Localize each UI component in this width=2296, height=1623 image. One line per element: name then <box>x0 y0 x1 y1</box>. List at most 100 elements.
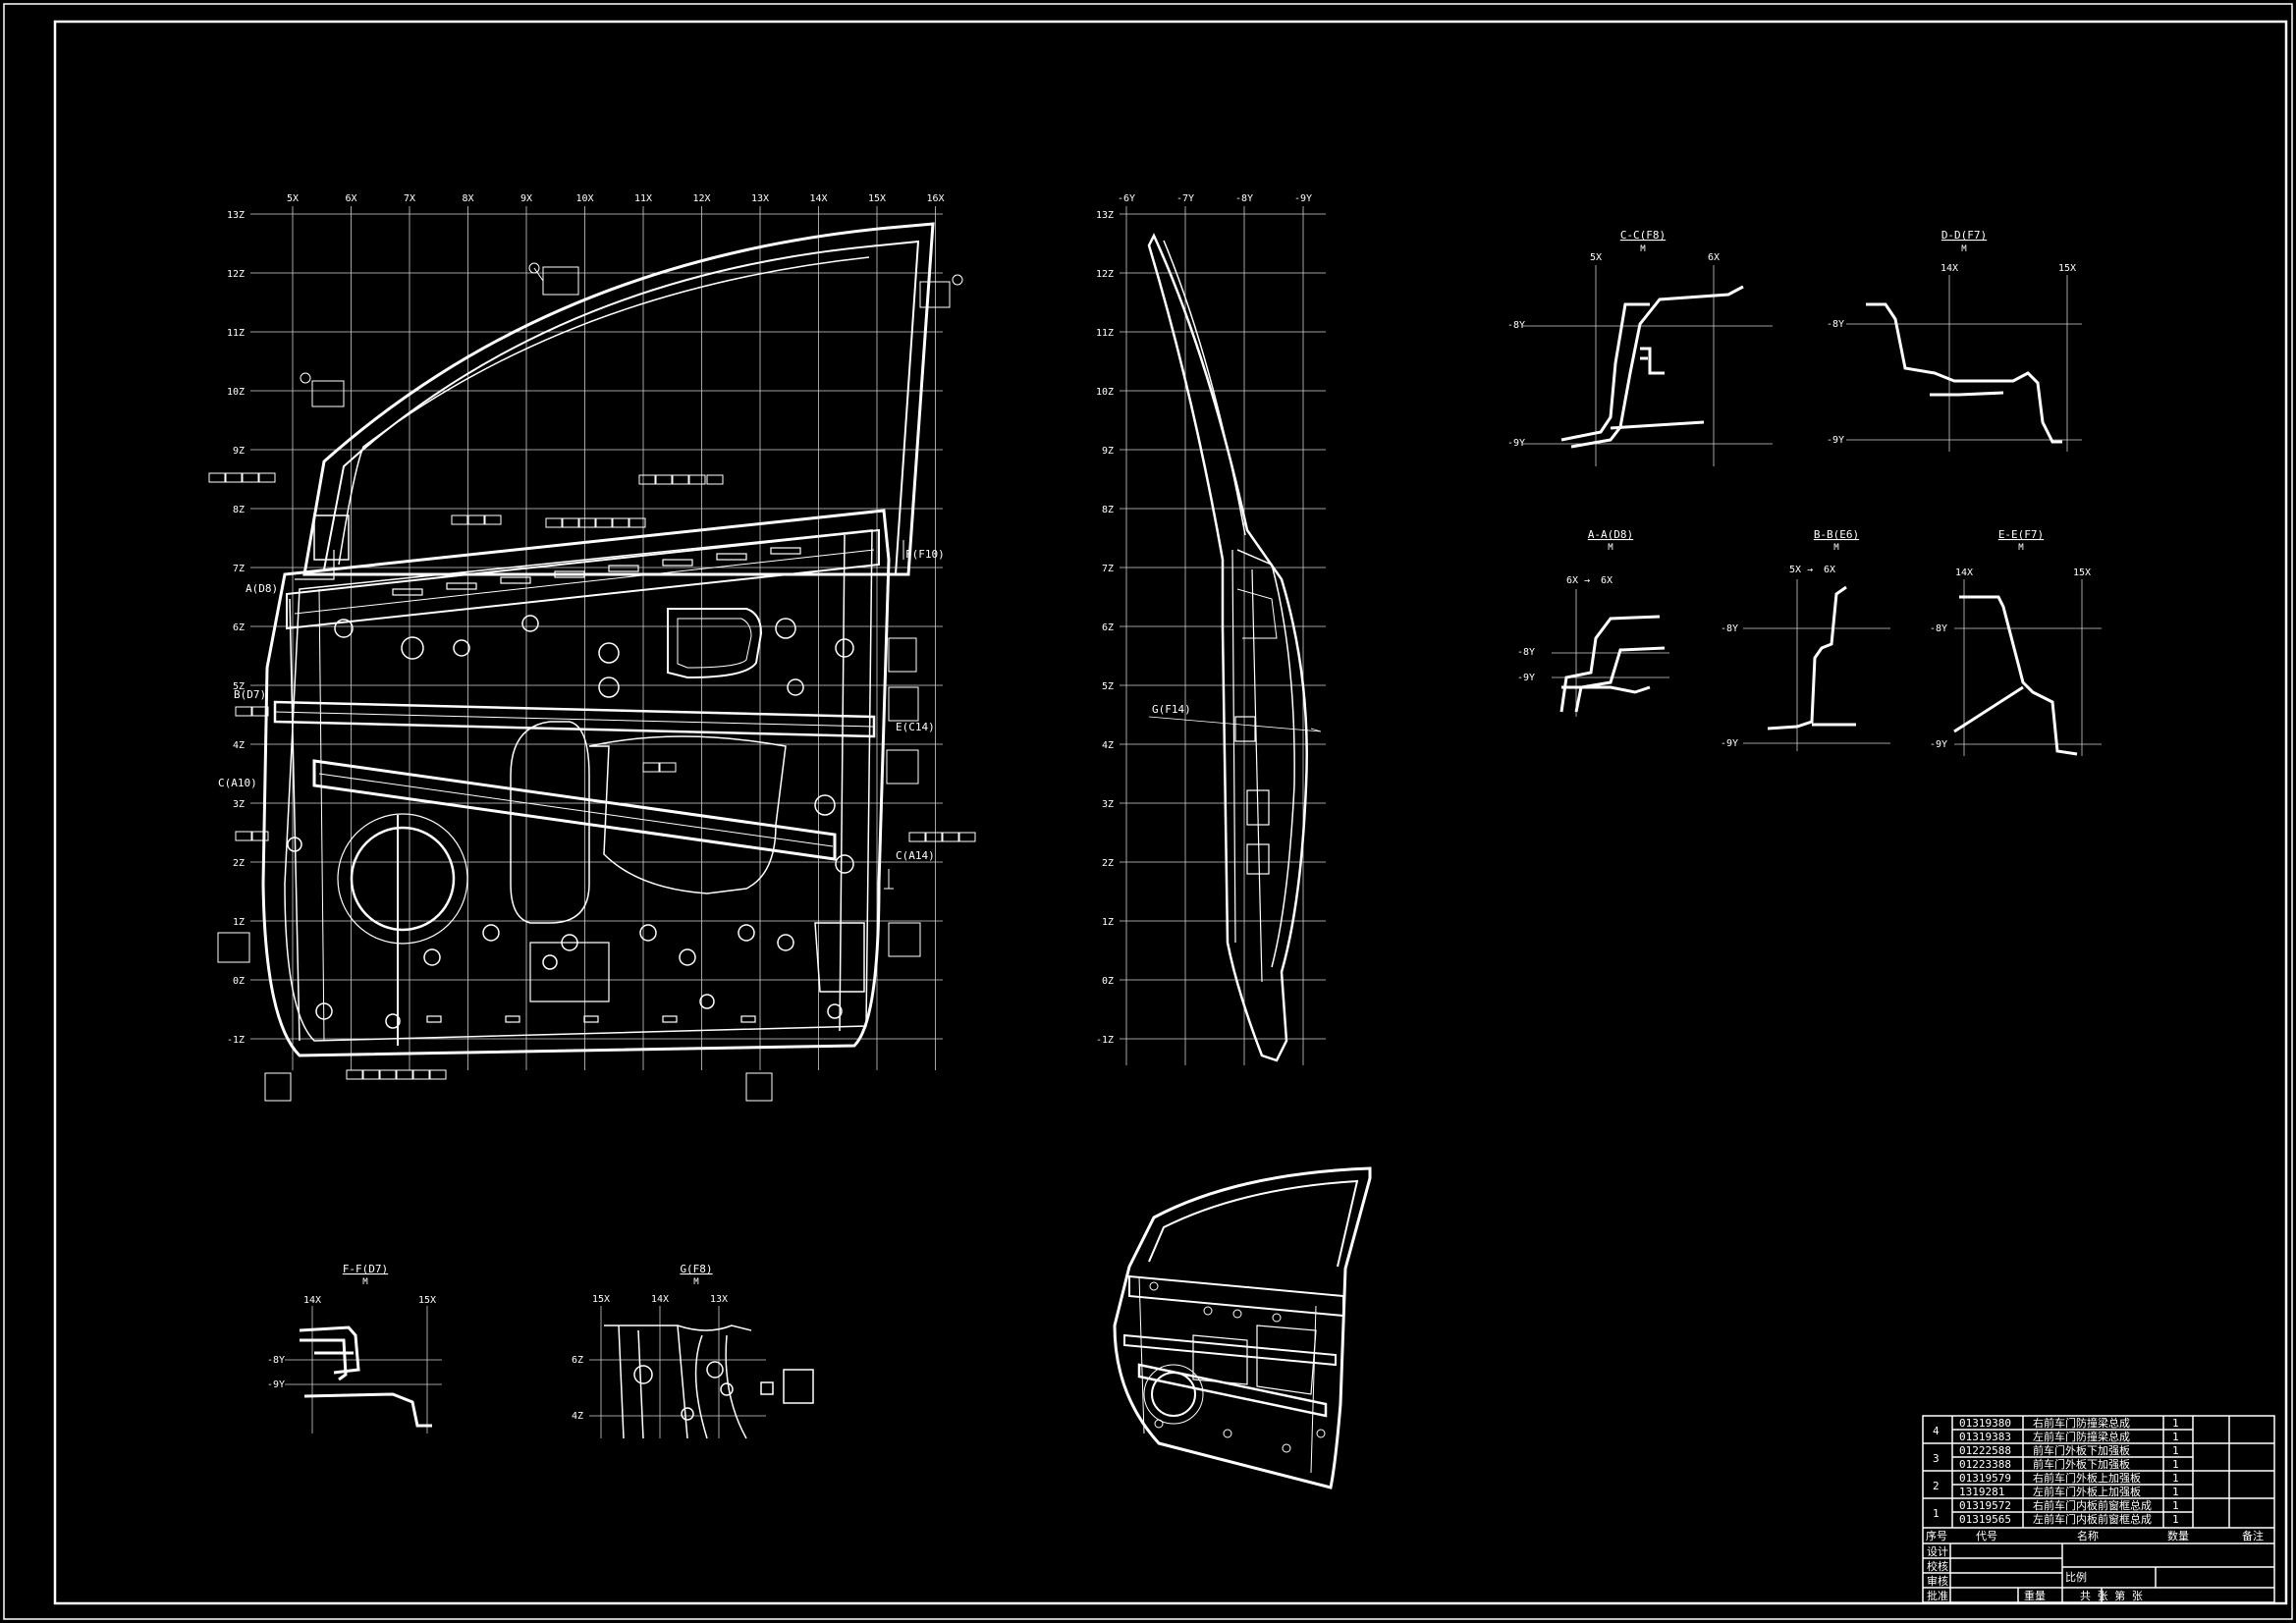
front-z-label: 6Z <box>233 622 245 633</box>
svg-text:1: 1 <box>1933 1507 1940 1520</box>
side-z-label: 2Z <box>1102 858 1114 869</box>
front-z-label: 2Z <box>233 858 245 869</box>
front-z-label: 13Z <box>227 210 245 221</box>
svg-text:左前车门外板上加强板: 左前车门外板上加强板 <box>2033 1485 2141 1498</box>
side-y-label: -9Y <box>1294 193 1312 204</box>
svg-text:M: M <box>362 1277 368 1287</box>
svg-text:前车门外板下加强板: 前车门外板下加强板 <box>2033 1457 2130 1471</box>
svg-text:审核: 审核 <box>1927 1574 1948 1588</box>
callout-b-d7: B(D7) <box>234 688 266 701</box>
svg-text:A-A(D8): A-A(D8) <box>1588 528 1633 541</box>
section-cc-title: C-C(F8) <box>1620 229 1666 242</box>
svg-text:B-B(E6): B-B(E6) <box>1814 528 1859 541</box>
svg-text:1: 1 <box>2172 1431 2179 1443</box>
svg-text:批准: 批准 <box>1927 1589 1948 1602</box>
svg-text:1: 1 <box>2172 1444 2179 1457</box>
svg-text:15X: 15X <box>418 1295 436 1306</box>
side-z-label: 6Z <box>1102 622 1114 633</box>
svg-text:1: 1 <box>2172 1499 2179 1512</box>
section-gg: G(F8) M 15X 14X 13X 6Z 4Z <box>572 1263 814 1439</box>
svg-text:E-E(F7): E-E(F7) <box>1998 528 2044 541</box>
svg-text:1: 1 <box>2172 1472 2179 1485</box>
svg-text:代号: 代号 <box>1976 1530 1997 1542</box>
front-x-label: 9X <box>520 193 532 204</box>
svg-text:-9Y: -9Y <box>1507 438 1525 449</box>
front-z-label: 10Z <box>227 387 245 398</box>
front-z-label: 3Z <box>233 799 245 810</box>
svg-text:13X: 13X <box>710 1294 728 1305</box>
svg-text:设计: 设计 <box>1927 1545 1948 1558</box>
svg-text:15X: 15X <box>2073 568 2091 578</box>
side-z-label: 3Z <box>1102 799 1114 810</box>
side-z-label: 0Z <box>1102 976 1114 987</box>
svg-text:M: M <box>1640 244 1646 254</box>
title-block: 4 01319380 右前车门防撞梁总成 1 01319383 左前车门防撞梁总… <box>1922 1415 2275 1603</box>
front-x-label: 14X <box>809 193 827 204</box>
svg-text:右前车门外板上加强板: 右前车门外板上加强板 <box>2033 1471 2141 1485</box>
svg-text:左前车门内板前窗框总成: 左前车门内板前窗框总成 <box>2033 1512 2152 1526</box>
svg-text:01222588: 01222588 <box>1959 1444 2011 1457</box>
svg-text:F-F(D7): F-F(D7) <box>343 1263 388 1275</box>
front-x-label: 16X <box>926 193 944 204</box>
door-front-view <box>261 222 935 1057</box>
side-y-label: -7Y <box>1176 193 1194 204</box>
svg-text:01319579: 01319579 <box>1959 1472 2011 1485</box>
svg-text:M: M <box>1833 543 1839 553</box>
svg-text:M: M <box>1608 543 1613 553</box>
side-z-label: 5Z <box>1102 681 1114 692</box>
callout-c-a10: C(A10) <box>218 777 257 789</box>
svg-text:→: → <box>1807 565 1813 575</box>
front-z-label: 0Z <box>233 976 245 987</box>
svg-text:M: M <box>2018 543 2024 553</box>
front-z-label: 4Z <box>233 740 245 751</box>
side-z-label: 1Z <box>1102 917 1114 928</box>
svg-text:M: M <box>1961 244 1967 254</box>
svg-text:-8Y: -8Y <box>1930 623 1947 634</box>
svg-text:-9Y: -9Y <box>267 1380 285 1390</box>
svg-text:14X: 14X <box>303 1295 321 1306</box>
svg-text:14X: 14X <box>1955 568 1973 578</box>
svg-text:右前车门内板前窗框总成: 右前车门内板前窗框总成 <box>2033 1498 2152 1512</box>
outer-border <box>3 3 2293 1620</box>
svg-text:备注: 备注 <box>2242 1529 2264 1542</box>
svg-text:-8Y: -8Y <box>1827 319 1844 330</box>
section-ff: F-F(D7) M 14X 15X -8Y -9Y <box>267 1263 442 1434</box>
front-z-label: 12Z <box>227 269 245 280</box>
svg-text:D-D(F7): D-D(F7) <box>1941 229 1987 242</box>
svg-text:5X: 5X <box>1590 252 1602 263</box>
front-x-label: 10X <box>575 193 593 204</box>
section-aa: A-A(D8) M 6X → 6X -8Y -9Y <box>1517 528 1669 717</box>
svg-text:名称: 名称 <box>2077 1529 2099 1542</box>
svg-text:6X: 6X <box>1566 575 1578 586</box>
svg-text:1: 1 <box>2172 1458 2179 1471</box>
side-y-label: -6Y <box>1118 193 1135 204</box>
section-bb: B-B(E6) M 5X → 6X -8Y -9Y <box>1721 528 1890 751</box>
svg-text:1: 1 <box>2172 1486 2179 1498</box>
svg-text:-9Y: -9Y <box>1517 673 1535 683</box>
svg-text:1: 1 <box>2172 1417 2179 1430</box>
door-isometric-view <box>1113 1166 1372 1489</box>
svg-text:15X: 15X <box>2058 263 2076 274</box>
side-callout-g-f14: G(F14) <box>1152 703 1191 716</box>
front-view-grid <box>250 206 943 1070</box>
svg-text:序号: 序号 <box>1926 1529 1947 1542</box>
front-z-label: 5Z <box>233 681 245 692</box>
front-x-label: 5X <box>287 193 299 204</box>
side-z-label: -1Z <box>1096 1035 1114 1046</box>
svg-text:2: 2 <box>1933 1480 1940 1492</box>
svg-text:01319565: 01319565 <box>1959 1513 2011 1526</box>
svg-text:校核: 校核 <box>1927 1559 1948 1573</box>
side-z-label: 11Z <box>1096 328 1114 339</box>
svg-text:1319281: 1319281 <box>1959 1486 2004 1498</box>
section-dd: D-D(F7) M 14X 15X -8Y -9Y <box>1827 229 2082 452</box>
svg-text:3: 3 <box>1933 1452 1940 1465</box>
front-z-label: 7Z <box>233 564 245 574</box>
svg-text:-8Y: -8Y <box>1721 623 1738 634</box>
door-side-view <box>1147 233 1322 1062</box>
front-z-label: 1Z <box>233 917 245 928</box>
front-z-label: 11Z <box>227 328 245 339</box>
